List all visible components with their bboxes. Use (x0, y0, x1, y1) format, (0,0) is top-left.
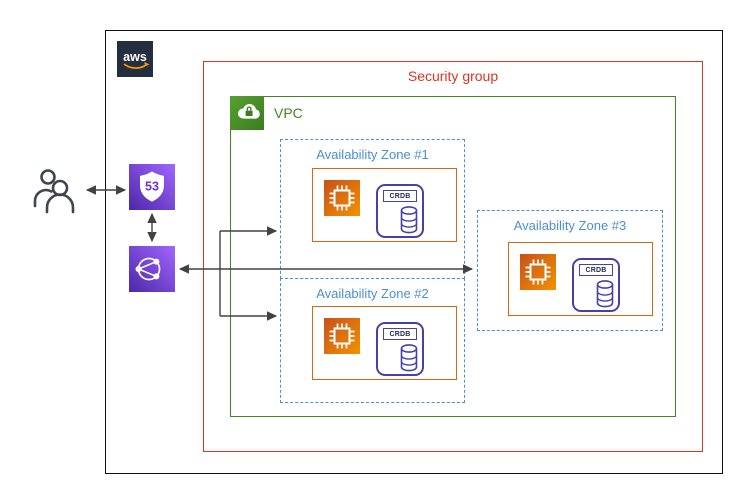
ec2-chip-icon (329, 185, 355, 211)
database-cylinder-icon (400, 206, 418, 234)
crdb-label: CRDB (579, 264, 613, 276)
subnet-box-2 (312, 306, 457, 380)
database-cylinder-icon (596, 280, 614, 308)
elastic-load-balancing-icon (135, 257, 161, 281)
crdb-node-1: CRDB (376, 184, 424, 238)
users-icon (28, 166, 80, 214)
vpc-label: VPC (274, 105, 303, 121)
crdb-label: CRDB (383, 328, 417, 340)
security-group-boundary (203, 61, 703, 452)
lock-icon (245, 106, 253, 116)
crdb-node-3: CRDB (572, 258, 620, 312)
availability-zone-2: Availability Zone #2 (280, 278, 465, 403)
aws-logo-icon: aws (123, 50, 150, 69)
vpc-cloud-lock-icon (238, 104, 260, 119)
crdb-node-2: CRDB (376, 322, 424, 376)
subnet-box-3 (508, 242, 653, 316)
route-53-icon: 53 (129, 164, 175, 210)
availability-zone-2-label: Availability Zone #2 (316, 286, 429, 301)
aws-account-boundary (105, 30, 723, 474)
svg-text:aws: aws (123, 50, 147, 64)
ec2-instance-icon-3 (520, 254, 556, 290)
database-cylinder-icon (400, 344, 418, 372)
load-balancer-icon (129, 246, 175, 292)
ec2-chip-icon (525, 259, 551, 285)
aws-smile-swoosh (123, 63, 147, 69)
security-group-label: Security group (407, 68, 499, 84)
availability-zone-3-label: Availability Zone #3 (513, 218, 627, 233)
ec2-chip-icon (329, 323, 355, 349)
vpc-boundary (230, 96, 676, 417)
vpc-icon (230, 96, 264, 130)
ec2-instance-icon-1 (324, 180, 360, 216)
crdb-label: CRDB (383, 190, 417, 202)
ec2-instance-icon-2 (324, 318, 360, 354)
svg-text:53: 53 (145, 180, 159, 194)
availability-zone-3: Availability Zone #3 (477, 210, 663, 331)
availability-zone-1-label: Availability Zone #1 (316, 147, 429, 162)
subnet-box-1 (312, 168, 457, 242)
aws-logo: aws (117, 41, 153, 77)
route-53-shield-icon: 53 (140, 171, 164, 202)
